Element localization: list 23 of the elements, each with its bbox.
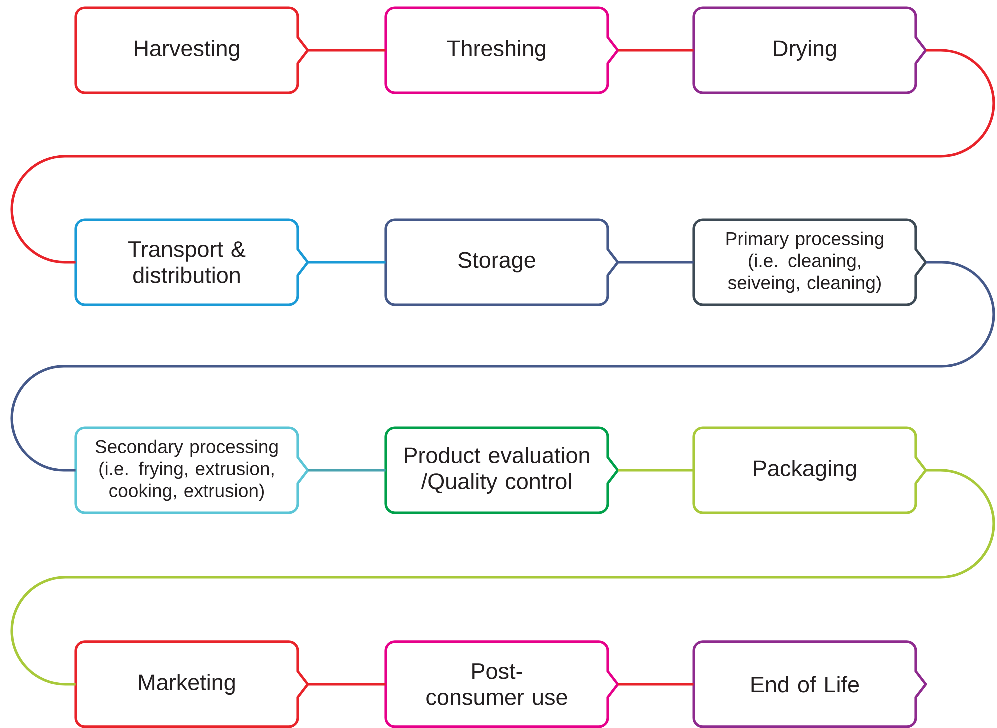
connector-line — [618, 261, 694, 264]
process-box: Secondary processing (i.e. frying, extrusion, cooking, extrusion) — [74, 426, 310, 514]
connector-line — [308, 261, 386, 264]
connector-line — [308, 469, 386, 472]
process-box: Packaging — [692, 426, 928, 514]
connector-line — [618, 683, 694, 686]
process-box: Primary processing (i.e. cleaning, seiveing, cleaning) — [692, 218, 928, 306]
process-box: Drying — [692, 6, 928, 94]
connector-line — [618, 49, 694, 52]
process-box: Harvesting — [74, 6, 310, 94]
connector-line — [10, 469, 996, 686]
process-box: Marketing — [74, 640, 310, 728]
connector-line — [308, 683, 386, 686]
process-box: Product evaluation /Quality control — [384, 426, 620, 514]
process-box: End of Life — [692, 640, 928, 728]
process-box: Post-consumer use — [384, 640, 620, 728]
process-box: Transport & distribution — [74, 218, 310, 306]
connector-line — [618, 469, 694, 472]
connector-line — [10, 49, 996, 264]
process-box: Storage — [384, 218, 620, 306]
connector-line — [10, 261, 996, 472]
connector-line — [308, 49, 386, 52]
process-box: Threshing — [384, 6, 620, 94]
